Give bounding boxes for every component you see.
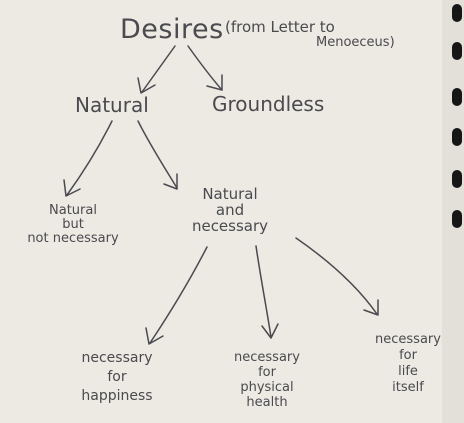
node-groundless: Groundless (212, 92, 325, 116)
node-text-line: necessary (191, 217, 269, 235)
arrow-natural-to-not-necessary (66, 120, 113, 196)
node-text-line: for (399, 348, 417, 363)
node-natural-and-necessary: Natural and necessary (170, 186, 290, 234)
node-text-line: for (107, 369, 127, 385)
node-text-line: Natural (49, 203, 97, 218)
arrowhead (363, 299, 379, 316)
node-desires: Desires (120, 14, 224, 45)
arrowhead (63, 179, 81, 197)
node-natural-but-not-necessary: Natural but not necessary (18, 204, 128, 246)
arrow-desires-to-natural (141, 45, 176, 93)
node-desires-source-line2: Menoeceus) (316, 35, 395, 50)
arrow-to-life-itself (295, 237, 378, 315)
arrow-natural-to-necessary (137, 120, 178, 189)
binder-hole (452, 170, 462, 188)
binder-hole (452, 88, 462, 106)
node-desires-source-line1: (from Letter to (225, 18, 335, 36)
arrowhead (137, 77, 156, 94)
page-margin-edge (442, 0, 464, 423)
node-text-line: necessary (81, 350, 153, 366)
binder-hole (452, 128, 462, 146)
node-text-line: life (398, 364, 418, 379)
node-necessary-for-physical-health: necessary for physical health (212, 350, 322, 410)
node-necessary-for-happiness: necessary for happiness (62, 349, 172, 406)
node-text-line: happiness (81, 388, 153, 404)
arrow-to-physical-health (255, 245, 272, 338)
binder-hole (452, 42, 462, 60)
arrow-to-happiness (149, 246, 208, 344)
node-text-line: for (258, 365, 276, 380)
node-necessary-for-life-itself: necessary for life itself (358, 332, 458, 396)
node-text-line: Natural (202, 185, 258, 203)
arrowhead (163, 173, 178, 190)
node-text-line: not necessary (27, 231, 119, 246)
binder-hole (452, 210, 462, 228)
binder-hole (452, 4, 462, 22)
arrowhead (261, 323, 279, 339)
node-text-line: health (246, 395, 288, 410)
node-text-line: but (62, 217, 84, 232)
node-text-line: itself (392, 380, 424, 395)
arrowhead (206, 74, 223, 91)
node-text-line: physical (240, 380, 294, 395)
arrowhead (145, 327, 164, 345)
arrow-desires-to-groundless (187, 45, 223, 91)
node-text-line: necessary (234, 350, 300, 365)
node-text-line: and (215, 201, 245, 219)
node-natural: Natural (75, 93, 149, 117)
node-text-line: necessary (375, 332, 441, 347)
